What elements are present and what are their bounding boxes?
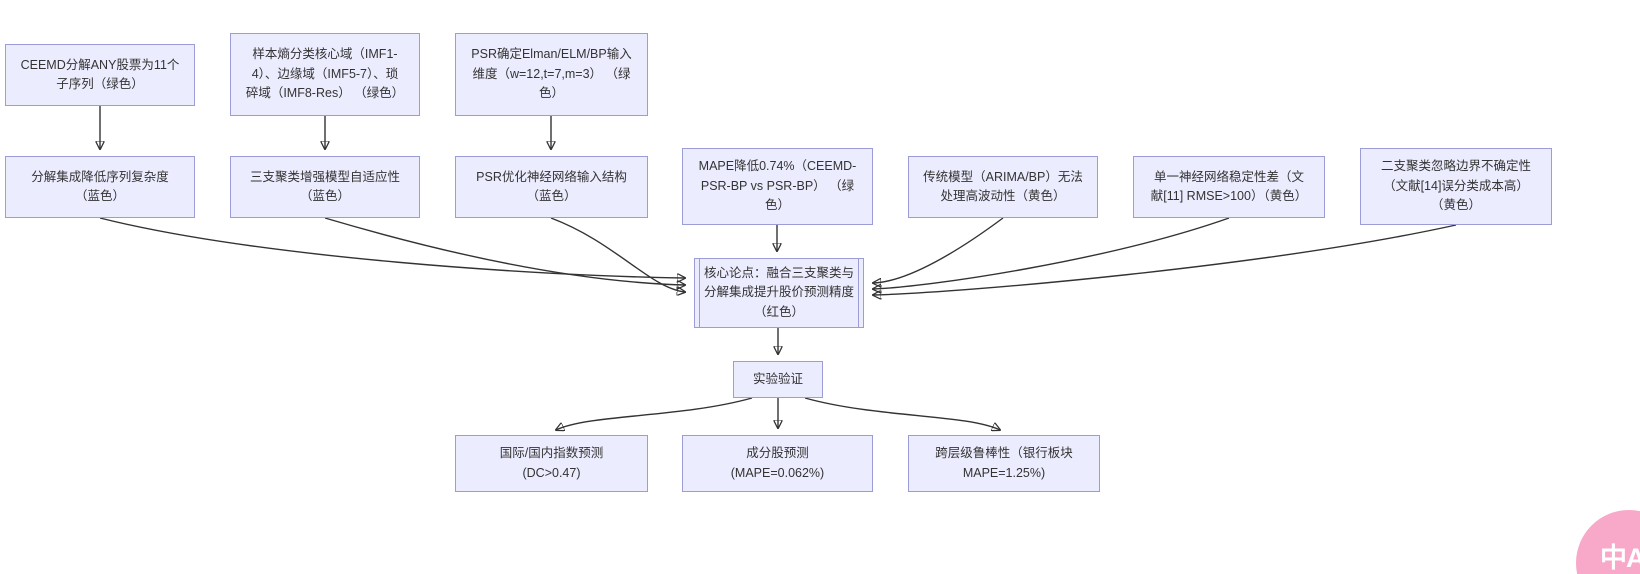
node-mape-improve: MAPE降低0.74%（CEEMD- PSR-BP vs PSR-BP） （绿 …	[682, 148, 873, 225]
node-traditional-limit: 传统模型（ARIMA/BP）无法 处理高波动性（黄色）	[908, 156, 1098, 218]
node-index-prediction: 国际/国内指数预测 (DC>0.47)	[455, 435, 648, 492]
translate-float-button[interactable]: 中A	[1576, 510, 1640, 574]
node-psr-dimension: PSR确定Elman/ELM/BP输入 维度（w=12,t=7,m=3） （绿 …	[455, 33, 648, 116]
node-core-thesis: 核心论点：融合三支聚类与 分解集成提升股价预测精度 （红色）	[694, 258, 864, 328]
edge-experiment-robustness	[804, 397, 1000, 430]
node-constituent-prediction: 成分股预测 (MAPE=0.062%)	[682, 435, 873, 492]
translate-icon: 中A	[1600, 543, 1640, 573]
node-three-way-benefit: 三支聚类增强模型自适应性 （蓝色）	[230, 156, 420, 218]
edge-traditional-core	[873, 217, 1004, 283]
node-robustness: 跨层级鲁棒性（银行板块 MAPE=1.25%)	[908, 435, 1100, 492]
node-sample-entropy: 样本熵分类核心域（IMF1- 4）、边缘域（IMF5-7）、琐 碎域（IMF8-…	[230, 33, 420, 116]
edge-twoway-core	[873, 224, 1457, 295]
node-psr-benefit: PSR优化神经网络输入结构 （蓝色）	[455, 156, 648, 218]
node-decompose-benefit: 分解集成降低序列复杂度 （蓝色）	[5, 156, 195, 218]
edge-singlenn-core	[873, 217, 1230, 289]
edge-threeway-core	[324, 217, 685, 285]
edge-experiment-index	[556, 397, 753, 430]
node-single-nn-limit: 单一神经网络稳定性差（文 献[11] RMSE>100）（黄色）	[1133, 156, 1325, 218]
node-experiment: 实验验证	[733, 361, 823, 398]
edge-psr-core	[550, 217, 685, 292]
edge-decompose-core	[99, 217, 685, 278]
node-ceemd: CEEMD分解ANY股票为11个 子序列（绿色）	[5, 44, 195, 106]
node-two-way-limit: 二支聚类忽略边界不确定性 （文献[14]误分类成本高） （黄色）	[1360, 148, 1552, 225]
